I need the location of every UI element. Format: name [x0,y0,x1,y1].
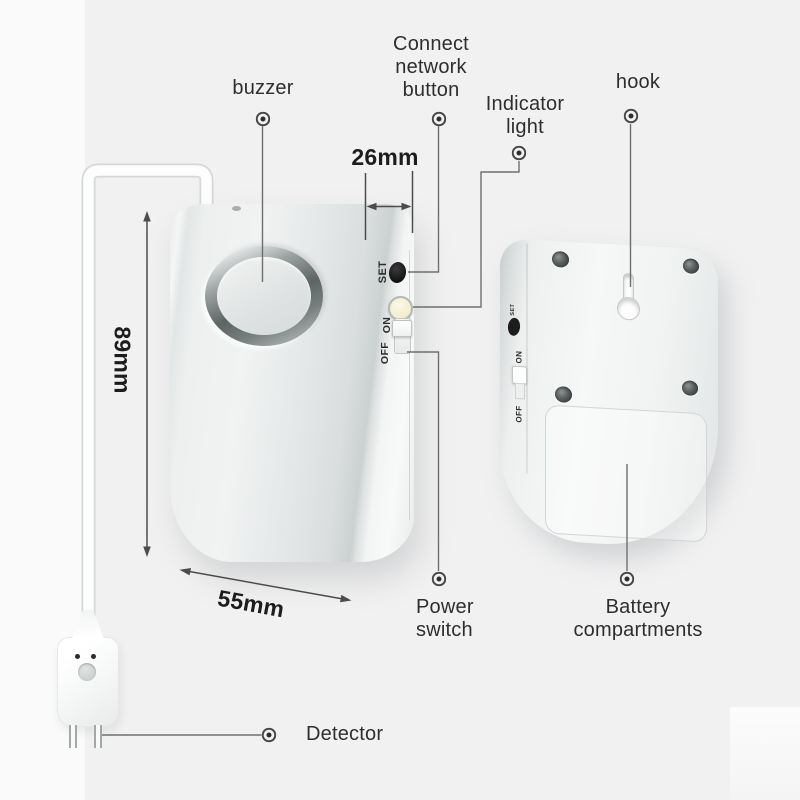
back-set-label: SET [510,303,516,316]
back-power-switch-knob [512,365,527,385]
background-corner-patch [730,707,800,800]
side-step-contour [409,250,410,520]
hook-callout-dot [628,113,633,118]
detector-probe-pin [94,725,102,748]
detector-label: Detector [306,723,384,745]
buzzer-speaker-face [217,257,311,335]
detector-probe-pin [69,725,77,748]
hanging-hook-slot [617,273,639,321]
off-label: OFF [378,341,391,364]
alarm-front-view: SET ON OFF [170,204,414,562]
back-off-label: OFF [514,405,524,423]
buzzer-callout-dot [260,116,265,121]
screw-hole [551,250,569,268]
alarm-back-view: SET ON OFF [500,238,718,551]
battery-callout-dot [624,576,630,582]
indicator-callout-dot [516,150,522,156]
water-detector [57,610,119,748]
battery-compartments-label: Battery compartments [573,596,703,641]
dim-89mm-label: 89mm [109,326,136,394]
buzzer-speaker [205,246,323,346]
power-switch-label: Power switch [416,596,474,641]
back-set-button [506,316,522,337]
back-side-edge [526,243,528,474]
detector-led-hole [75,654,80,659]
power-switch-callout-dot [436,576,441,582]
screw-hole [554,386,572,403]
indicator-light-label: Indicator light [485,93,565,138]
detector-led-hole [91,654,96,659]
detector-button [78,663,96,681]
dim-26mm-label: 26mm [351,144,419,170]
connect-button-callout-dot [436,116,441,121]
back-on-label: ON [514,350,524,364]
top-hole [232,206,241,211]
hook-label: hook [615,71,661,93]
screw-hole [683,258,699,275]
back-power-switch-track [515,382,525,400]
set-label: SET [377,260,389,284]
screw-hole [682,379,698,396]
on-label: ON [381,316,393,334]
set-button [387,260,408,285]
detector-callout-dot [266,732,271,738]
battery-compartment-cover [545,404,707,543]
connect-network-button-label: Connect network button [393,33,469,101]
buzzer-label: buzzer [232,77,294,99]
power-switch-knob [392,320,412,337]
dim-55mm-label: 55mm [215,584,287,623]
